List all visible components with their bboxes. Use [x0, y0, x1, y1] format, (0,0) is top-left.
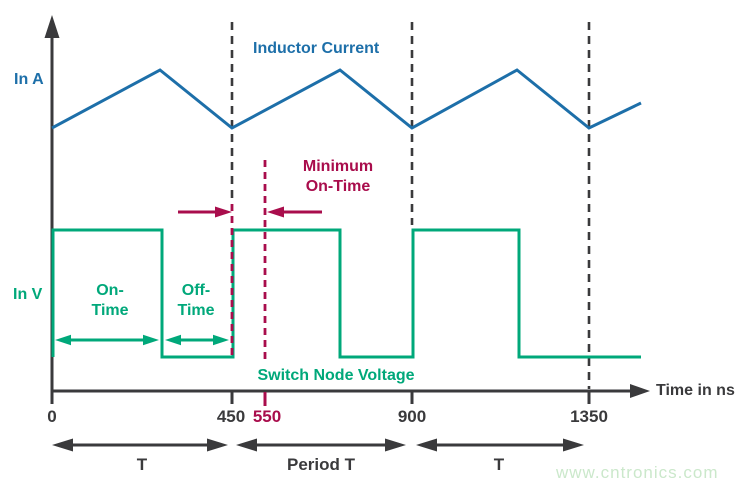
- switch-node-voltage-waveform: [51, 228, 641, 359]
- on-time-line1: On-: [96, 282, 124, 299]
- off-time-arrowhead-right-icon: [213, 334, 229, 346]
- on-time-arrowhead-right-icon: [143, 334, 159, 346]
- tick-label-550: 550: [252, 407, 282, 426]
- inductor-current-label: Inductor Current: [253, 40, 380, 57]
- off-time-line1: Off-: [181, 282, 211, 299]
- on-time-label: On- Time: [91, 281, 128, 321]
- min-on-time-arrows: [178, 206, 322, 218]
- bracket-label-t2: T: [493, 455, 505, 474]
- off-time-label: Off- Time: [177, 281, 214, 321]
- x-axis-title: Time in ns: [656, 382, 735, 399]
- min-on-time-left-arrowhead-icon: [215, 206, 232, 218]
- min-on-time-right-arrowhead-icon: [267, 206, 284, 218]
- bracket-t1-left-arrowhead-icon: [52, 438, 73, 452]
- on-time-arrowhead-left-icon: [55, 334, 71, 346]
- bracket-label-t1: T: [136, 455, 148, 474]
- y-axis-arrow-icon: [44, 15, 60, 38]
- minimum-on-time-line1: Minimum: [302, 158, 374, 175]
- y-axis-current-label: In A: [14, 71, 44, 88]
- bracket-t2-right-arrowhead-icon: [563, 438, 584, 452]
- bracket-t2-left-arrowhead-icon: [416, 438, 437, 452]
- off-time-arrowhead-left-icon: [165, 334, 181, 346]
- tick-label-450: 450: [216, 407, 246, 426]
- on-time-line2: Time: [91, 302, 129, 319]
- tick-label-900: 900: [397, 407, 427, 426]
- tick-label-0: 0: [47, 407, 57, 426]
- y-axis-voltage-label: In V: [13, 286, 43, 303]
- dashed-guides: [230, 22, 591, 389]
- minimum-on-time-line2: On-Time: [305, 178, 371, 195]
- axes: [44, 15, 650, 406]
- period-brackets: [52, 438, 584, 452]
- switch-node-voltage-label: Switch Node Voltage: [257, 367, 415, 384]
- bracket-period-right-arrowhead-icon: [385, 438, 406, 452]
- bracket-period-left-arrowhead-icon: [236, 438, 257, 452]
- watermark: www.cntronics.com: [556, 463, 719, 482]
- inductor-current-waveform: [51, 68, 642, 130]
- tick-label-1350: 1350: [570, 407, 608, 426]
- bracket-t1-right-arrowhead-icon: [207, 438, 228, 452]
- x-axis-arrow-icon: [630, 384, 650, 398]
- bracket-label-period: Period T: [286, 455, 356, 474]
- minimum-on-time-label: Minimum On-Time: [303, 157, 373, 197]
- on-off-time-arrows: [55, 334, 229, 346]
- off-time-line2: Time: [177, 302, 215, 319]
